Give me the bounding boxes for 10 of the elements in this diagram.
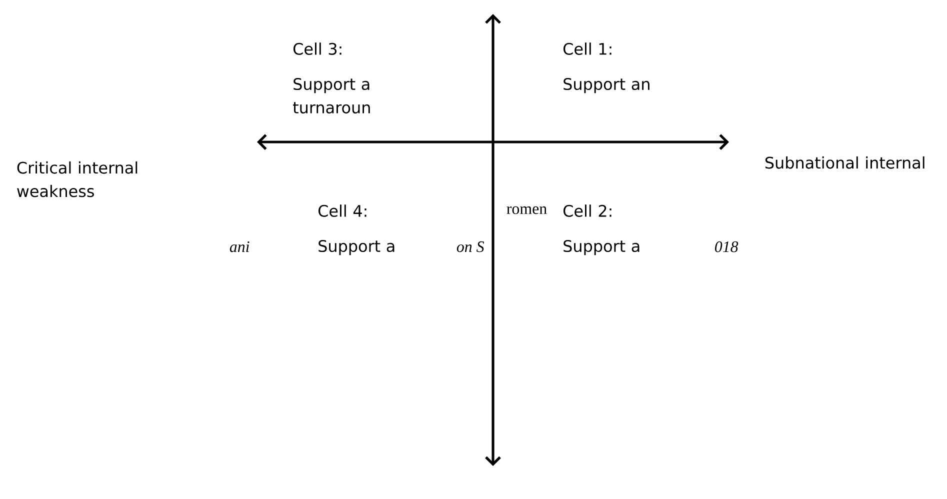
axis-label: Subnational internal (765, 156, 924, 169)
matrix-cell: Cell 1: Support an (563, 42, 650, 94)
matrix-cell: Cell 3: Support a turnaroun (293, 42, 370, 114)
caption-fragment: 018 (715, 241, 738, 252)
caption-fragment: ani (230, 241, 250, 252)
caption-fragment: on S (456, 241, 484, 252)
axis-label: Critical internal weakness (17, 161, 138, 198)
matrix-cell: Cell 2: Support a (563, 204, 640, 256)
matrix-cell: Cell 4: Support a (318, 204, 394, 256)
caption-fragment: romen (506, 206, 547, 214)
